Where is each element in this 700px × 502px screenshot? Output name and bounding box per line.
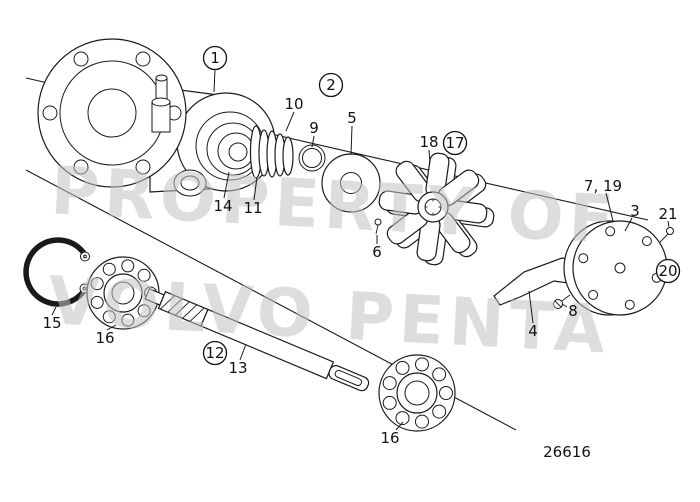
o-ring — [298, 144, 326, 172]
callout-4-5: 5 — [347, 109, 357, 127]
callout-7-18: 18 — [419, 133, 438, 151]
snap-ring — [23, 237, 90, 307]
spline-bore — [425, 199, 441, 215]
watermark-line1: PROPERTY OF — [49, 152, 621, 259]
roller-bearing-rear — [378, 354, 456, 432]
plate-screw — [553, 294, 571, 309]
callout-1-2: 2 — [326, 76, 336, 94]
callout-3-9: 9 — [309, 119, 319, 137]
callout-circle-12 — [202, 340, 228, 366]
end-cover — [563, 220, 668, 316]
callout-circle-17 — [442, 130, 468, 156]
callout-13-20: 20 — [658, 262, 677, 280]
cam-cover-plate — [321, 153, 381, 213]
drain-fitting — [151, 74, 171, 133]
pump-housing — [37, 38, 276, 197]
threaded-port — [173, 169, 207, 197]
impeller-screw — [374, 218, 382, 235]
callout-circle-2 — [318, 72, 344, 98]
callout-8-17: 17 — [445, 134, 464, 152]
callout-2-10: 10 — [284, 95, 303, 113]
callout-18-12: 12 — [205, 344, 224, 362]
flange-bolt-holes — [42, 51, 182, 175]
callout-circle-1 — [202, 45, 228, 71]
seal-stack — [249, 125, 326, 179]
leader-lines — [51, 69, 670, 431]
callout-9-6: 6 — [372, 243, 382, 261]
callout-10-7, 19: 7, 19 — [584, 177, 622, 195]
callout-12-21: 21 — [658, 205, 677, 223]
drawing-number: 26616 — [543, 443, 591, 461]
roller-bearing-front — [86, 256, 160, 330]
callout-15-8: 8 — [568, 302, 578, 320]
cover-screw — [659, 227, 674, 243]
callout-20-16: 16 — [380, 429, 399, 447]
callout-6-11: 11 — [243, 199, 262, 217]
shaft — [144, 287, 370, 392]
callout-16-15: 15 — [42, 314, 61, 332]
seal-seat-rings — [195, 111, 265, 181]
callout-11-3: 3 — [630, 202, 640, 220]
callout-5-14: 14 — [213, 197, 232, 215]
callout-14-4: 4 — [528, 322, 538, 340]
callout-19-13: 13 — [228, 359, 247, 377]
callout-17-16: 16 — [95, 329, 114, 347]
callout-0-1: 1 — [210, 49, 220, 67]
impeller — [378, 152, 495, 266]
callout-circle-20 — [655, 258, 681, 284]
